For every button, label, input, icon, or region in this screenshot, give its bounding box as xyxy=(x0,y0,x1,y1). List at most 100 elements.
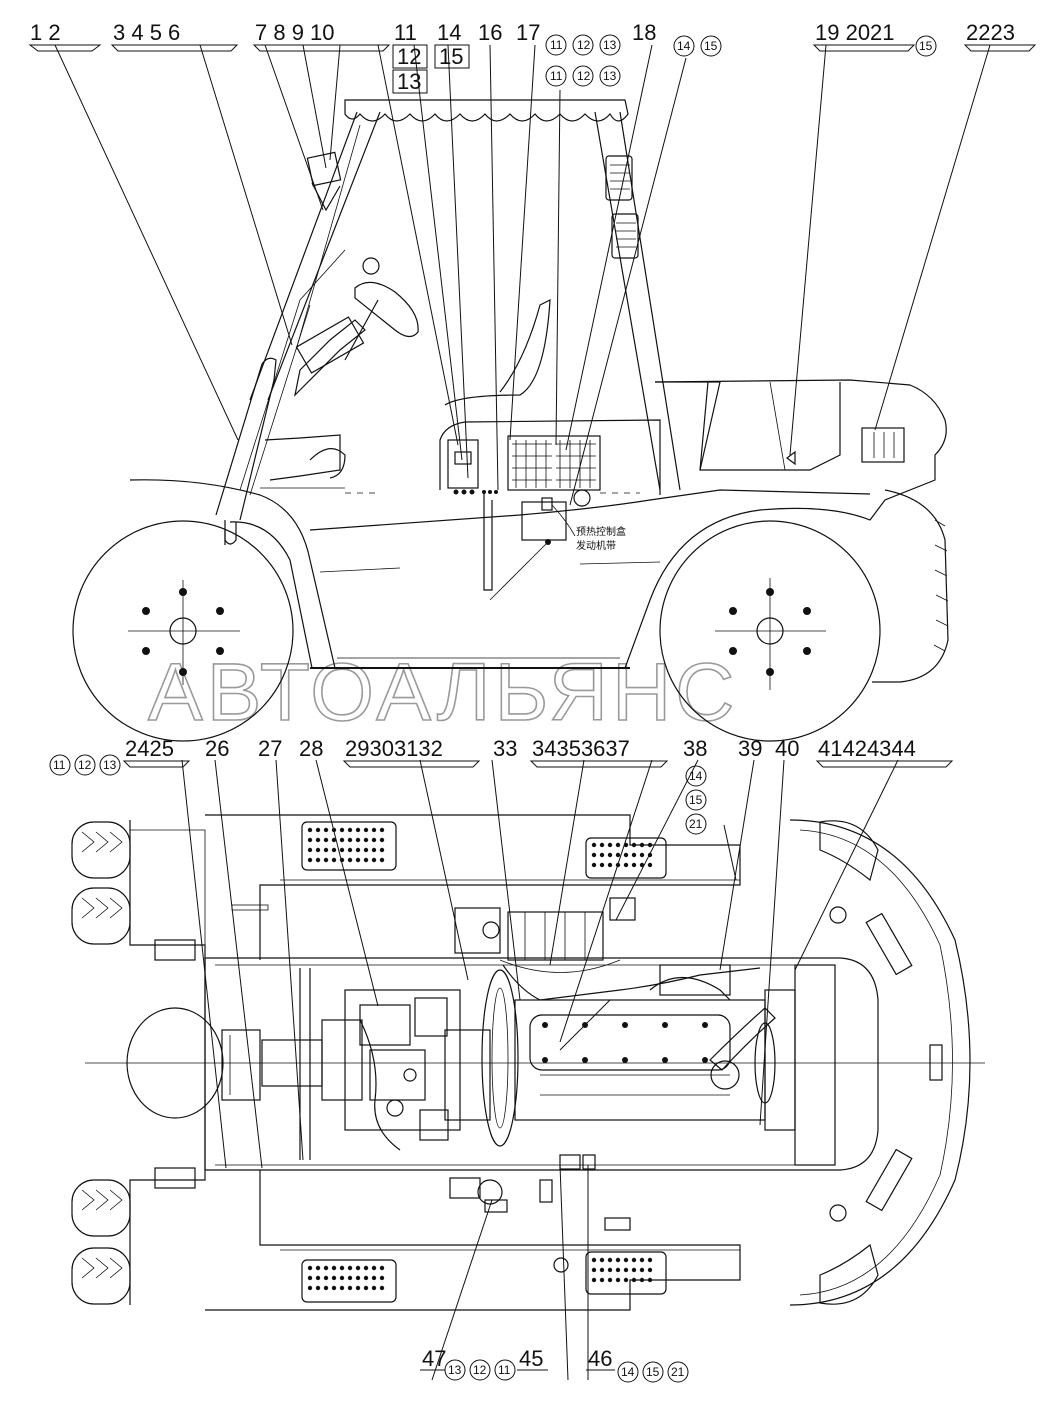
brace-22-23 xyxy=(963,44,1037,52)
circled-14-15-21-top: 14 15 21 xyxy=(685,765,707,835)
vent-dot xyxy=(379,827,385,833)
vent-dot xyxy=(339,847,345,853)
circled-15-a: 15 xyxy=(915,35,937,57)
circled-11-12-13-a: 11 12 13 xyxy=(545,34,621,56)
svg-text:15: 15 xyxy=(689,793,703,807)
label-19-21: 19 2021 xyxy=(815,20,895,45)
vent-dot xyxy=(323,837,329,843)
vent-dot xyxy=(307,1265,313,1271)
circled-11-12-13-b: 11 12 13 xyxy=(545,65,621,87)
label-39: 39 xyxy=(738,736,762,761)
vent-dot xyxy=(323,1285,329,1291)
rear-wheel xyxy=(659,520,881,742)
vent-dot xyxy=(347,1285,353,1291)
vent-dot xyxy=(315,847,321,853)
label-47: 47 xyxy=(422,1346,446,1371)
brace-34-37 xyxy=(529,760,669,768)
side-view-labels: 1 2 3 4 5 6 7 8 9 10 11 12 13 14 15 16 1… xyxy=(28,20,1037,94)
boxed-label-12: 12 xyxy=(397,44,421,69)
vent-dot xyxy=(355,827,361,833)
box-13 xyxy=(392,69,428,94)
vent-dot xyxy=(615,842,621,848)
brace-19-21 xyxy=(812,44,916,52)
vent-dot xyxy=(371,837,377,843)
vent-dot xyxy=(331,1285,337,1291)
boxed-label-13: 13 xyxy=(397,69,421,94)
vent-dot xyxy=(647,1257,653,1263)
svg-text:15: 15 xyxy=(646,1365,660,1379)
svg-text:21: 21 xyxy=(671,1365,685,1379)
vent-dot xyxy=(615,852,621,858)
circled-13-12-11-bottom: 13 12 11 xyxy=(444,1359,516,1381)
vent-dot xyxy=(331,837,337,843)
vent-dot xyxy=(323,1265,329,1271)
vent-dot xyxy=(371,1265,377,1271)
vent-dot xyxy=(591,852,597,858)
vent-dot xyxy=(599,1267,605,1273)
vent-dot xyxy=(347,837,353,843)
vent-dot xyxy=(607,842,613,848)
brace-3-6 xyxy=(110,44,239,52)
vent-dot xyxy=(607,1257,613,1263)
vent-dot xyxy=(647,1277,653,1283)
vent-dot xyxy=(623,1277,629,1283)
vent-dot xyxy=(599,842,605,848)
svg-text:11: 11 xyxy=(550,69,563,83)
vent-dot xyxy=(315,857,321,863)
front-wheel xyxy=(72,520,294,742)
boxed-label-15: 15 xyxy=(439,44,463,69)
preheat-box-text: 预热控制盒 xyxy=(576,525,626,538)
label-1-2: 1 2 xyxy=(30,20,61,45)
circled-14-15-21-bottom: 14 15 21 xyxy=(617,1361,689,1383)
vent-dot xyxy=(323,1275,329,1281)
label-3-6: 3 4 5 6 xyxy=(113,20,180,45)
vent-dot xyxy=(623,852,629,858)
circled-14-15-a: 14 15 xyxy=(673,35,722,57)
vent-dot xyxy=(307,1285,313,1291)
vent-dot xyxy=(363,1275,369,1281)
svg-text:13: 13 xyxy=(603,69,617,83)
vent-dot xyxy=(371,1275,377,1281)
vent-dot xyxy=(631,1277,637,1283)
vent-dot xyxy=(631,852,637,858)
vent-dot xyxy=(599,862,605,868)
vent-dot xyxy=(307,837,313,843)
label-16: 16 xyxy=(478,20,502,45)
vent-dot xyxy=(591,1277,597,1283)
svg-text:12: 12 xyxy=(577,38,591,52)
vent-dot xyxy=(307,827,313,833)
label-17: 17 xyxy=(516,20,540,45)
svg-text:13: 13 xyxy=(448,1363,462,1377)
vent-dot xyxy=(607,1267,613,1273)
vent-dot xyxy=(639,1277,645,1283)
vent-dot xyxy=(379,1265,385,1271)
vent-dot xyxy=(315,1265,321,1271)
label-27: 27 xyxy=(258,736,282,761)
vent-dot xyxy=(339,827,345,833)
vent-dot xyxy=(599,1277,605,1283)
vent-dot xyxy=(639,1267,645,1273)
vent-dot xyxy=(647,862,653,868)
vent-dot xyxy=(631,842,637,848)
vent-dot xyxy=(347,1265,353,1271)
vent-dot xyxy=(347,827,353,833)
svg-text:21: 21 xyxy=(689,817,703,831)
vent-dot xyxy=(315,1285,321,1291)
svg-text:11: 11 xyxy=(498,1363,511,1377)
label-11: 11 xyxy=(394,20,417,45)
vent-dot xyxy=(607,852,613,858)
vent-dot xyxy=(623,1267,629,1273)
vent-dot xyxy=(599,852,605,858)
vent-dot xyxy=(315,837,321,843)
engine-harness-text: 发动机带 xyxy=(576,539,616,552)
svg-text:12: 12 xyxy=(473,1363,487,1377)
vent-dot xyxy=(347,857,353,863)
vent-dot xyxy=(323,857,329,863)
vent-dot xyxy=(355,1265,361,1271)
svg-text:14: 14 xyxy=(677,39,691,53)
vent-dot xyxy=(355,847,361,853)
brace-29-32 xyxy=(342,760,481,768)
label-7-10: 7 8 9 10 xyxy=(255,20,335,45)
